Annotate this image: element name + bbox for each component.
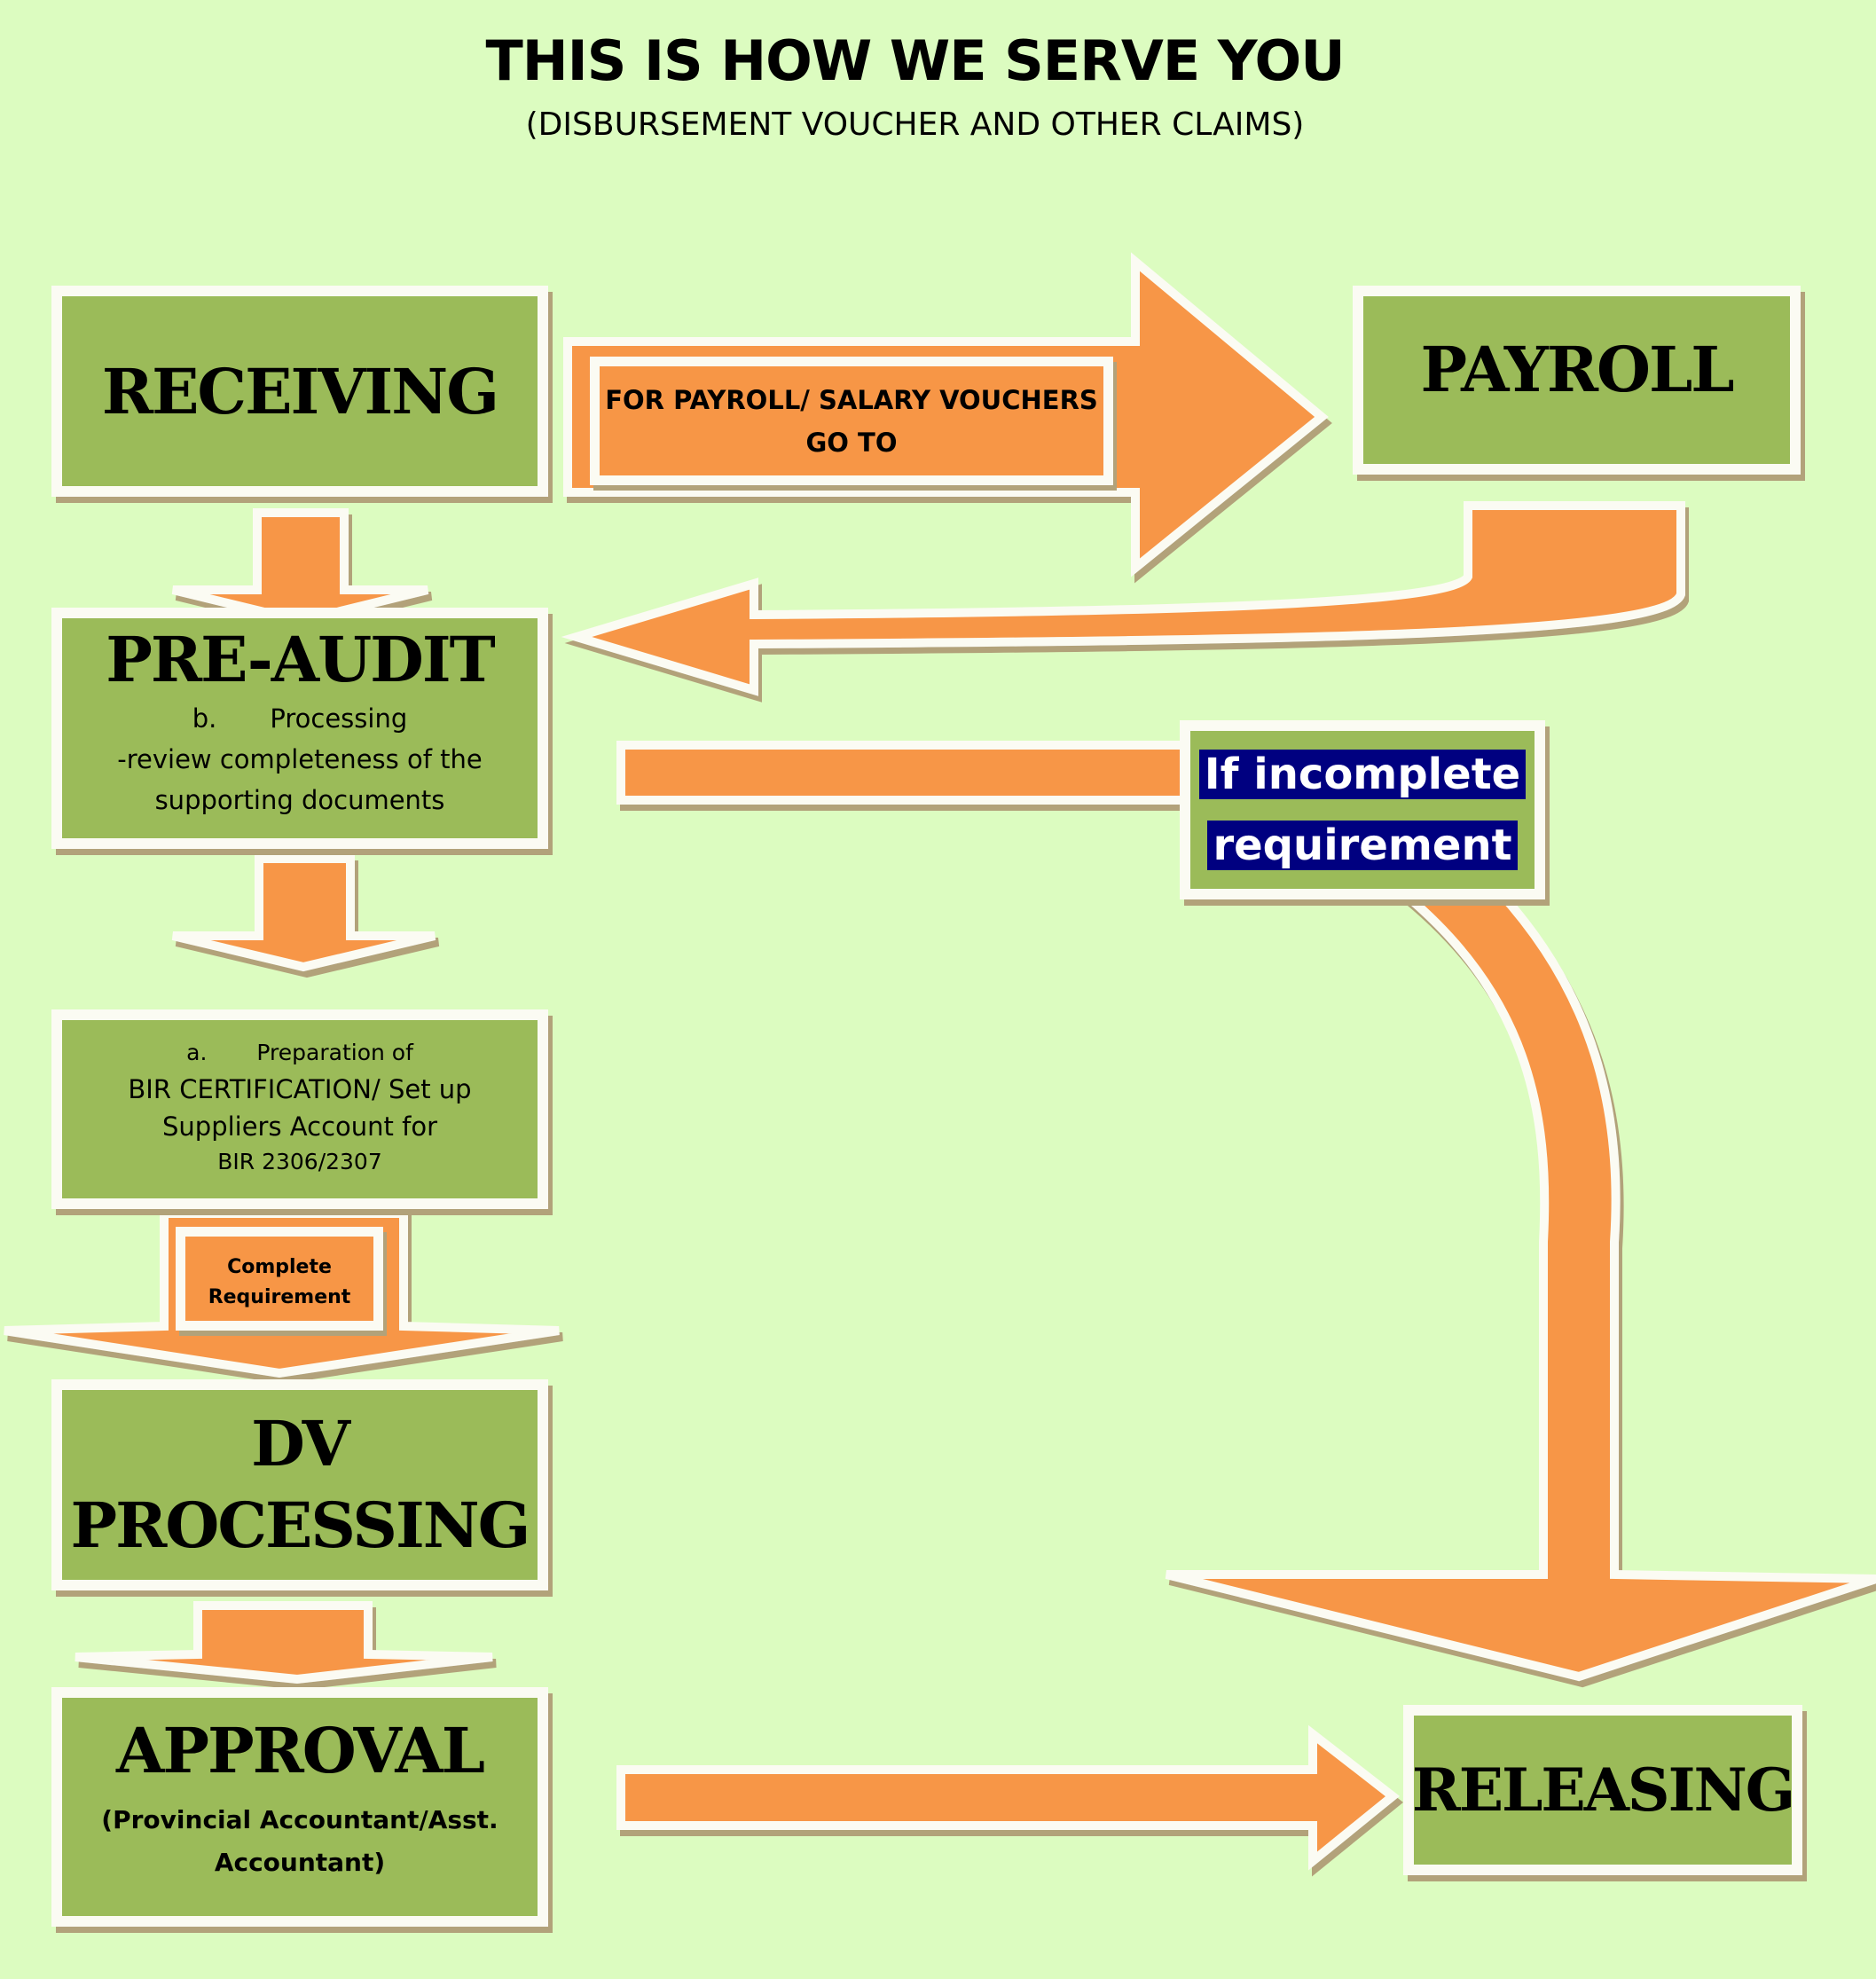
pre-audit-supporting: supporting documents [154, 785, 445, 815]
arrow-to-releasing [616, 1724, 1401, 1871]
preparation-line2: BIR CERTIFICATION/ Set up [128, 1073, 472, 1104]
preparation-line4: BIR 2306/2307 [217, 1148, 382, 1174]
arrow-payroll-return [561, 501, 1685, 696]
approval-line1: (Provincial Accountant/Asst. [101, 1805, 498, 1834]
payroll-route-line2: GO TO [805, 427, 898, 458]
preparation-line3: Suppliers Account for [162, 1111, 437, 1142]
arrow-to-incomplete [616, 741, 1193, 805]
dv-processing-line1: DV [251, 1407, 350, 1480]
pre-audit-box: PRE-AUDIT b. Processing -review completen… [51, 608, 548, 849]
payroll-route-line1: FOR PAYROLL/ SALARY VOUCHERS [605, 384, 1098, 415]
payroll-route-box: FOR PAYROLL/ SALARY VOUCHERS GO TO [590, 357, 1113, 485]
releasing-box: RELEASING [1403, 1705, 1802, 1875]
arrow-down-1 [171, 508, 429, 626]
payroll-label: PAYROLL [1420, 332, 1735, 406]
dv-processing-line2: PROCESSING [70, 1488, 531, 1562]
preparation-line1-text: Preparation of [256, 1039, 413, 1065]
dv-processing-box: DV PROCESSING [51, 1379, 548, 1590]
pre-audit-processing-text: Processing [270, 703, 408, 734]
preparation-line1: a. Preparation of [186, 1035, 413, 1071]
releasing-label: RELEASING [1411, 1755, 1795, 1825]
receiving-label: RECEIVING [101, 354, 499, 428]
page-subtitle: (DISBURSEMENT VOUCHER AND OTHER CLAIMS) [525, 106, 1305, 143]
pre-audit-processing: b. Processing [192, 698, 408, 739]
incomplete-line2: requirement [1207, 810, 1518, 881]
page-title: THIS IS HOW WE SERVE YOU [485, 28, 1345, 93]
complete-line1: Complete [227, 1255, 332, 1278]
receiving-box: RECEIVING [51, 286, 548, 497]
pre-audit-review: -review completeness of the [117, 744, 483, 774]
arrow-down-4 [75, 1601, 493, 1685]
pre-audit-label: PRE-AUDIT [106, 623, 495, 696]
preparation-box: a. Preparation of BIR CERTIFICATION/ Set … [51, 1009, 548, 1209]
preparation-marker: a. [186, 1039, 208, 1065]
payroll-box: PAYROLL [1353, 286, 1801, 475]
approval-line2: Accountant) [214, 1848, 386, 1877]
arrow-incomplete-to-releasing [1165, 887, 1876, 1682]
incomplete-line1: If incomplete [1198, 739, 1527, 810]
approval-label: APPROVAL [116, 1714, 485, 1787]
approval-box: APPROVAL (Provincial Accountant/Asst. Ac… [51, 1687, 548, 1927]
pre-audit-marker: b. [192, 703, 217, 734]
incomplete-box: If incomplete requirement [1180, 720, 1545, 899]
complete-box: Complete Requirement [176, 1227, 383, 1331]
complete-line2: Requirement [208, 1285, 351, 1308]
arrow-down-2 [171, 854, 436, 972]
